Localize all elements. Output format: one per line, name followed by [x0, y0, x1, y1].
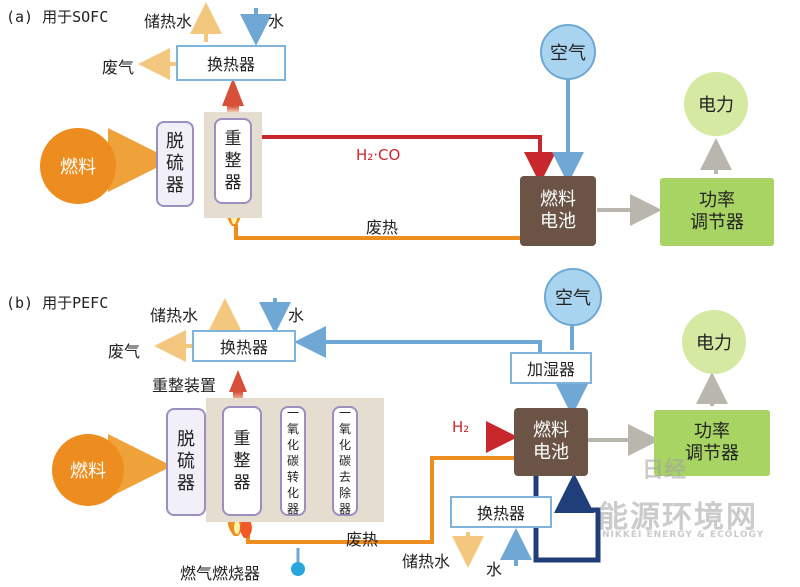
a-fuel-label: 燃料 [60, 157, 96, 178]
a-reformer: 重 整 器 [214, 118, 252, 204]
b-fuel-cell: 燃料 电池 [514, 408, 588, 476]
b-humidifier: 加湿器 [510, 352, 592, 384]
b-water-label: 水 [288, 306, 305, 325]
b-gas-label: H₂ [452, 418, 470, 436]
watermark-line1: 日经 [642, 458, 687, 483]
a-waste-heat-line [234, 224, 520, 240]
watermark-line2: 能源环境网 [598, 500, 758, 535]
a-fuel-cell: 燃料 电池 [520, 176, 596, 246]
section-b-title: (b) 用于PEFC [6, 294, 109, 312]
a-water-label: 水 [268, 12, 285, 31]
a-air-label: 空气 [550, 43, 586, 64]
a-exhaust-label: 废气 [102, 58, 135, 77]
b-heat-exchanger: 换热器 [192, 330, 296, 362]
b-storage-water-label: 储热水 [150, 306, 199, 325]
watermark-line3: NIKKEI ENERGY & ECOLOGY [602, 530, 765, 540]
b-storage-water-2-label: 储热水 [402, 552, 451, 571]
b-waste-heat-label: 废热 [346, 530, 379, 549]
b-humidifier-label: 加湿器 [526, 360, 575, 379]
b-humidifier-return-line [294, 326, 542, 358]
a-gas-label: H₂·CO [356, 146, 401, 164]
section-a-title: (a) 用于SOFC [6, 8, 109, 26]
b-heat-exchanger-2-label: 换热器 [476, 504, 525, 523]
b-air-label: 空气 [555, 288, 591, 309]
a-heat-exchanger: 换热器 [176, 45, 286, 81]
a-power-conditioner: 功率 调节器 [660, 178, 774, 246]
b-burner-label: 燃气燃烧器 [180, 564, 261, 583]
a-electricity-label: 电力 [698, 95, 734, 116]
b-heat-exchanger-label: 换热器 [219, 338, 268, 357]
b-reforming-unit-label: 重整装置 [152, 376, 217, 395]
b-water-2-label: 水 [486, 560, 503, 579]
b-reformer-up-arrowhead [229, 370, 247, 392]
a-fuel: 燃料 [40, 128, 116, 204]
a-desulfurizer: 脱 硫 器 [156, 121, 194, 207]
b-fuel-label: 燃料 [70, 461, 106, 482]
b-reformer: 重 整 器 [222, 406, 262, 516]
b-air: 空气 [544, 268, 602, 326]
b-desulfurizer: 脱 硫 器 [166, 408, 206, 516]
b-heat-exchanger-2: 换热器 [450, 496, 552, 528]
b-power-conditioner: 功率 调节器 [654, 410, 770, 476]
a-h2co-line [262, 135, 556, 184]
b-electricity-label: 电力 [696, 333, 732, 354]
b-exhaust-label: 废气 [108, 342, 141, 361]
b-co-remover: 一 氧 化 碳 去 除 器 [332, 406, 358, 516]
a-heat-exchanger-label: 换热器 [206, 55, 255, 74]
a-air: 空气 [540, 24, 596, 80]
b-cooling-loop [533, 473, 601, 563]
b-electricity: 电力 [682, 310, 746, 374]
b-co-converter: 一 氧 化 碳 转 化 器 [280, 406, 306, 516]
a-storage-water-label: 储热水 [144, 12, 193, 31]
b-burner-dot [291, 562, 305, 576]
b-fuel: 燃料 [52, 434, 124, 506]
a-reformer-up-arrowhead [222, 78, 244, 106]
b-waste-heat-line [246, 456, 514, 544]
a-electricity: 电力 [684, 72, 748, 136]
a-waste-heat-label: 废热 [366, 218, 399, 237]
